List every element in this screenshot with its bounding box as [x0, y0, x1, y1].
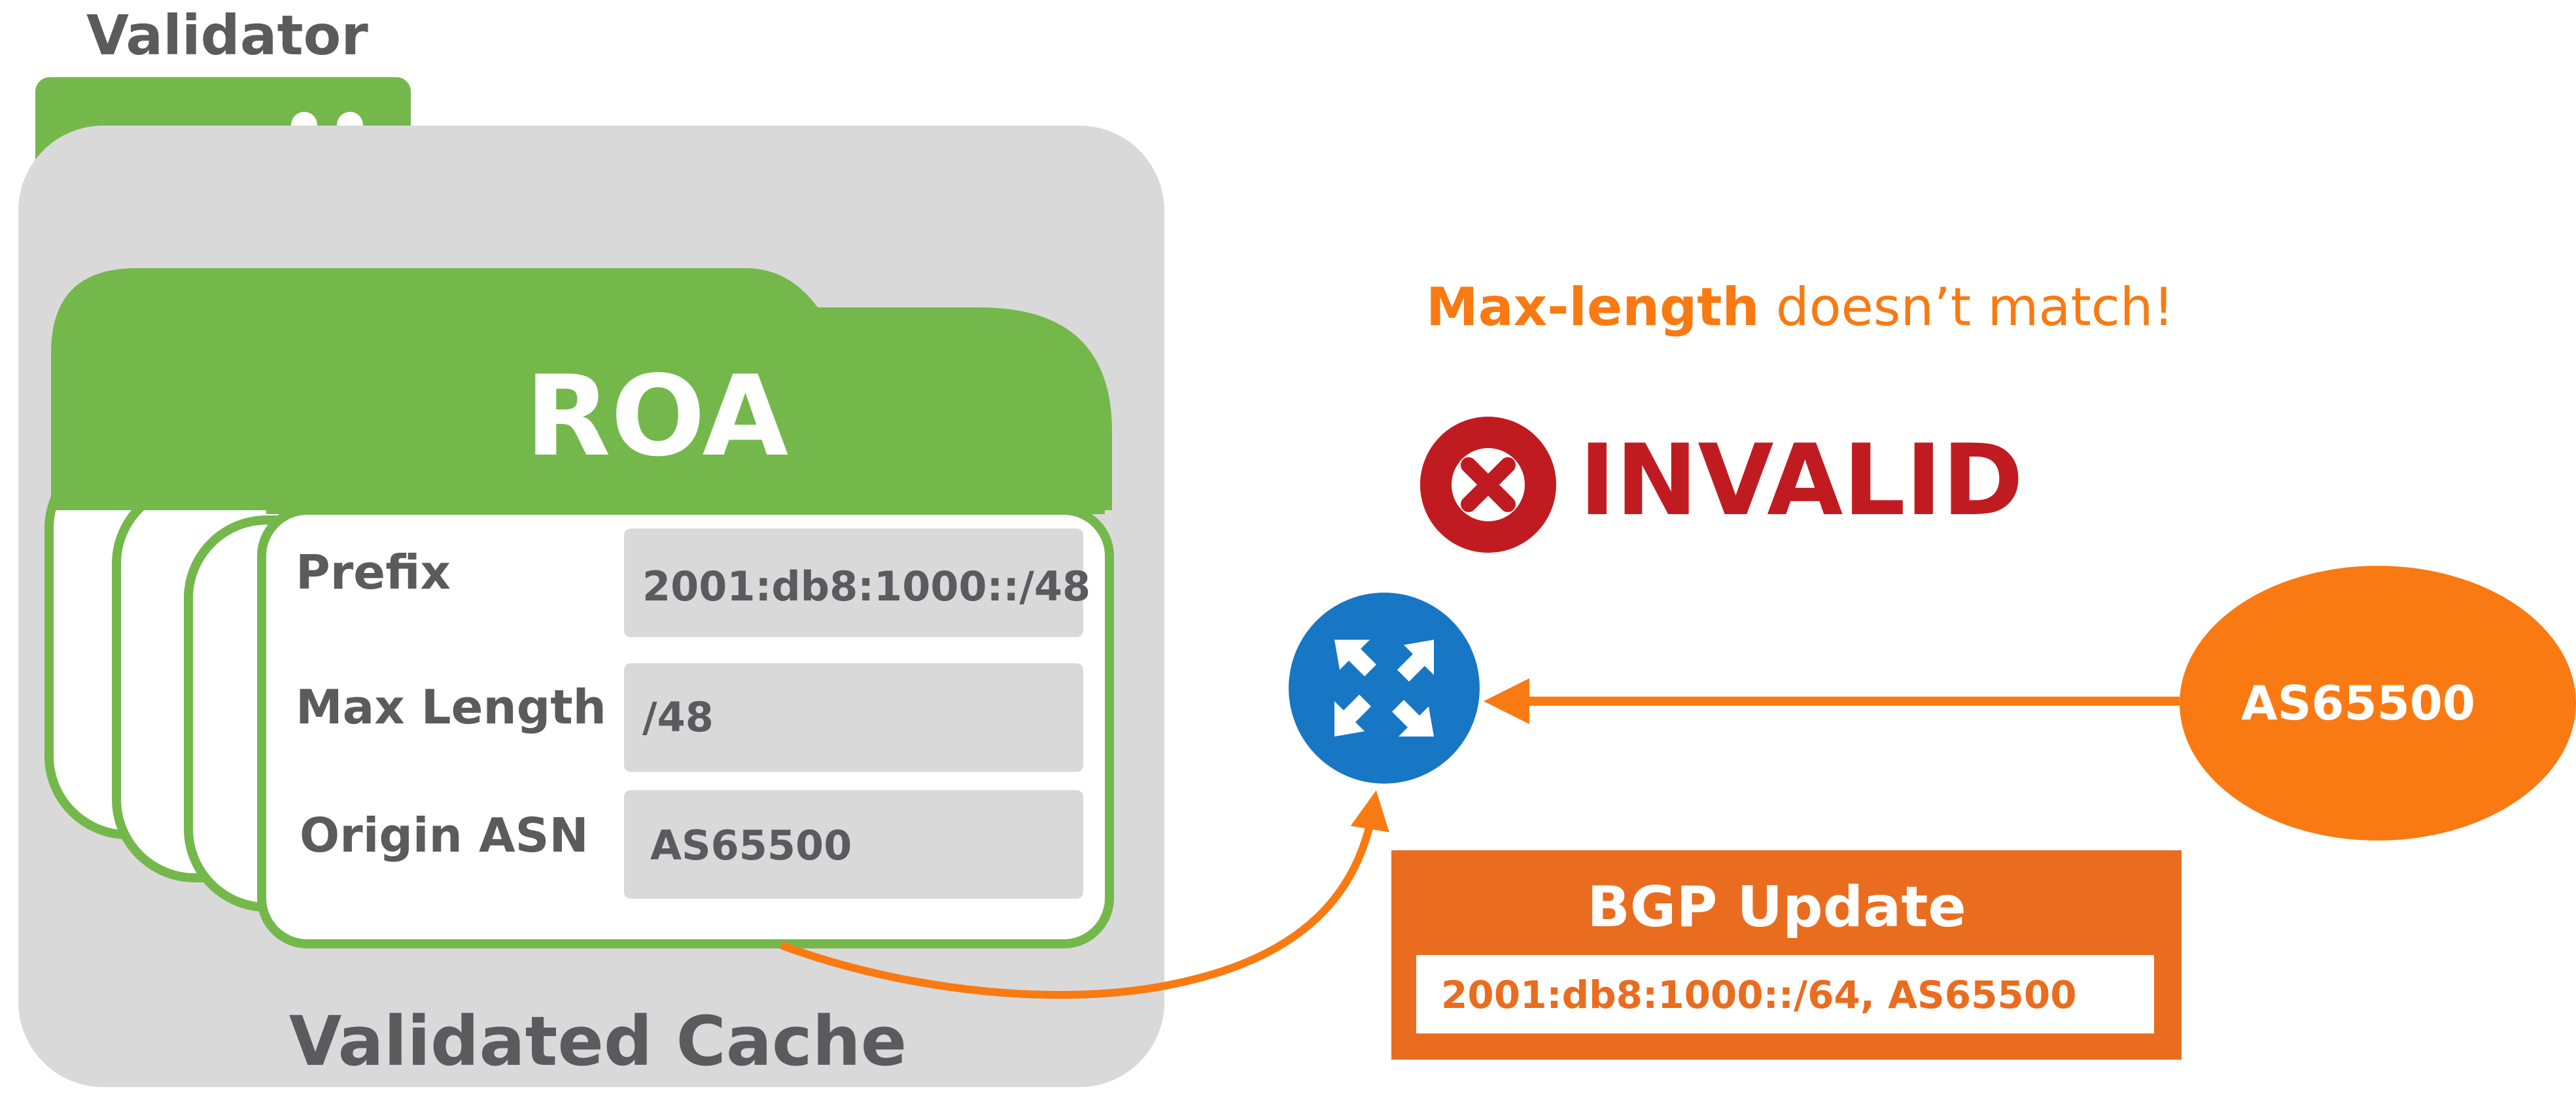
- router-icon: [1289, 593, 1480, 784]
- status-reason: Max-length doesn’t match!: [1426, 277, 2174, 338]
- peer-as-label: AS65500: [2241, 676, 2475, 731]
- roa-field-origin-asn: Origin ASN: [300, 808, 589, 863]
- roa-folder-tab: [51, 268, 1112, 510]
- roa-front-card: ROA Prefix 2001:db8:1000::/48 Max Length…: [51, 268, 1114, 948]
- roa-card-top-fill: [266, 505, 1105, 514]
- validator-label: Validator: [86, 3, 368, 67]
- roa-field-prefix: Prefix: [296, 545, 451, 600]
- bgp-update-title: BGP Update: [1587, 875, 1966, 940]
- roa-to-router-arrow: [779, 790, 1389, 999]
- bgp-update-content-box: [1416, 955, 2154, 1033]
- roa-value-box-max-length: [624, 663, 1083, 772]
- roa-field-max-length: Max Length: [296, 680, 606, 735]
- peer-as-node: [2180, 566, 2576, 841]
- status-reason-bold: Max-length: [1426, 277, 1760, 338]
- invalid-label: INVALID: [1579, 424, 2023, 538]
- bgp-update-content: 2001:db8:1000::/64, AS65500: [1441, 973, 2077, 1017]
- roa-value-box-origin-asn: [624, 790, 1083, 899]
- roa-value-origin-asn: AS65500: [650, 822, 852, 869]
- x-circle-icon: [1420, 417, 1556, 553]
- status-reason-rest: doesn’t match!: [1760, 277, 2174, 338]
- roa-value-prefix: 2001:db8:1000::/48: [642, 563, 1090, 610]
- roa-value-box-prefix: [624, 529, 1083, 637]
- validated-cache-label: Validated Cache: [289, 1001, 907, 1081]
- roa-value-max-length: /48: [642, 693, 714, 741]
- roa-title: ROA: [525, 352, 788, 481]
